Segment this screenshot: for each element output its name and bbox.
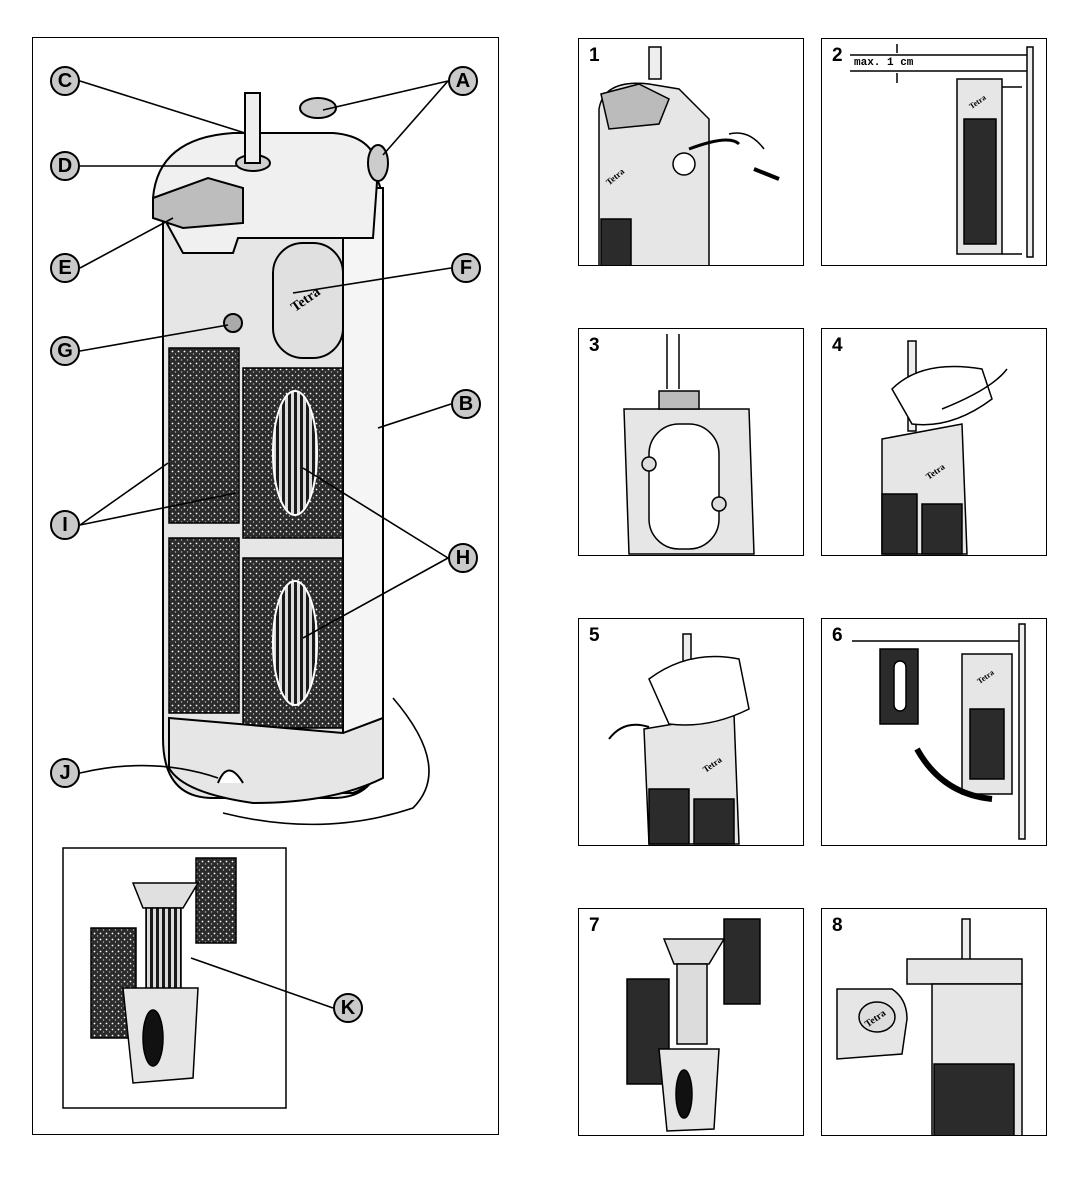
- step-panel-5: 5 Tetra: [578, 618, 804, 846]
- step-panel-6: 6 Tetra: [821, 618, 1047, 846]
- filter-base: [169, 718, 383, 803]
- step-panel-2: 2 max. 1 cm Tetra: [821, 38, 1047, 266]
- callout-g: G: [50, 336, 80, 366]
- callout-b: B: [451, 389, 481, 419]
- step-panel-8: 8 Tetra: [821, 908, 1047, 1136]
- step-number: 6: [832, 625, 843, 647]
- step-panel-4: 4 Tetra: [821, 328, 1047, 556]
- step-number: 8: [832, 915, 843, 937]
- callout-d: D: [50, 151, 80, 181]
- callout-c: C: [50, 66, 80, 96]
- callout-e: E: [50, 253, 80, 283]
- step-number: 2: [832, 45, 843, 67]
- sponge-lower-left: [169, 538, 239, 713]
- water-level-measure: max. 1 cm: [854, 57, 913, 69]
- sponge-upper-left: [169, 348, 239, 523]
- step-number: 5: [589, 625, 600, 647]
- callout-k: K: [333, 993, 363, 1023]
- step-panel-7: 7: [578, 908, 804, 1136]
- step-panel-1: 1 Tetra: [578, 38, 804, 266]
- callout-j: J: [50, 758, 80, 788]
- step-number: 3: [589, 335, 600, 357]
- intake-slots-lower: [273, 581, 317, 705]
- callout-f: F: [451, 253, 481, 283]
- main-filter-drawing: Tetra: [33, 38, 499, 1135]
- callout-i: I: [50, 510, 80, 540]
- step-number: 7: [589, 915, 600, 937]
- step-number: 1: [589, 45, 600, 67]
- intake-slots-upper: [273, 391, 317, 515]
- callout-a: A: [448, 66, 478, 96]
- step-panel-3: 3: [578, 328, 804, 556]
- step-number: 4: [832, 335, 843, 357]
- callout-h: H: [448, 543, 478, 573]
- main-filter-panel: Tetra A C D E F G B I H J K: [32, 37, 499, 1135]
